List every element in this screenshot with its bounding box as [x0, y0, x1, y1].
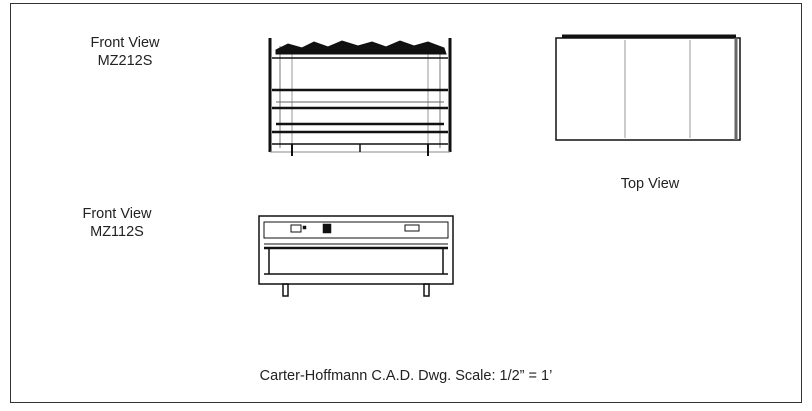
drawing-frame	[10, 3, 802, 403]
top-view-drawing	[555, 34, 741, 141]
front-view-mz212s-drawing	[268, 38, 452, 156]
front-view-label: Front View	[90, 35, 160, 51]
model-number-label: MZ212S	[97, 53, 153, 69]
front-view-mz112s-drawing	[258, 215, 454, 297]
front-view-label: Front View	[82, 206, 152, 222]
model-number-label: MZ112S	[90, 224, 144, 240]
front-view-mz212s-label: Front View MZ212S	[70, 34, 180, 70]
scale-caption: Carter-Hoffmann C.A.D. Dwg. Scale: 1/2” …	[259, 368, 553, 384]
front-view-mz112s-label: Front View MZ112S	[62, 205, 172, 241]
top-view-label: Top View	[620, 176, 680, 192]
